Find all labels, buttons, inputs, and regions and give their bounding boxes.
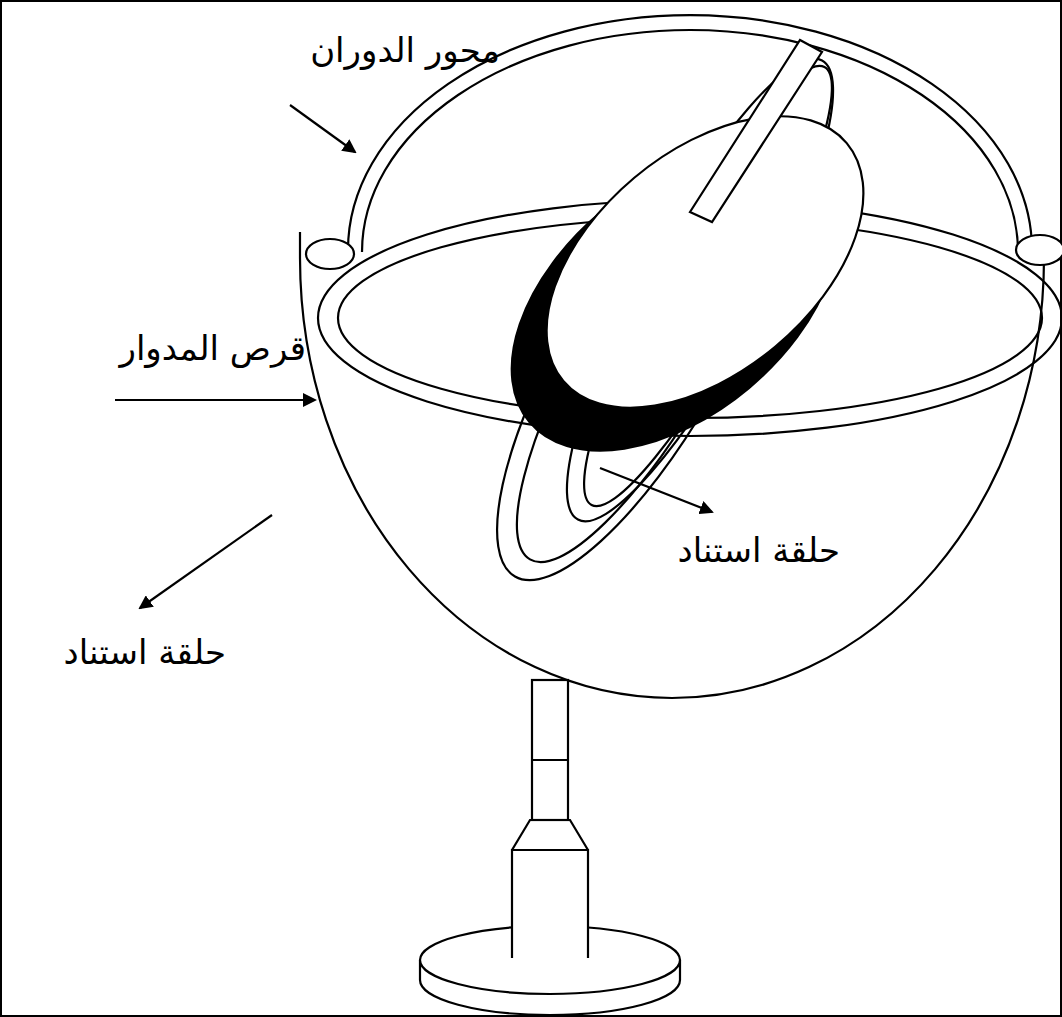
gyroscope [300, 15, 1062, 1015]
part-label: محور الدوران [306, 30, 504, 71]
part-label: قرص المدوار [115, 328, 310, 369]
part-label: حلقة استناد [60, 632, 230, 673]
part-label: حلقة استناد [674, 530, 844, 571]
leader-arrows [115, 105, 712, 608]
